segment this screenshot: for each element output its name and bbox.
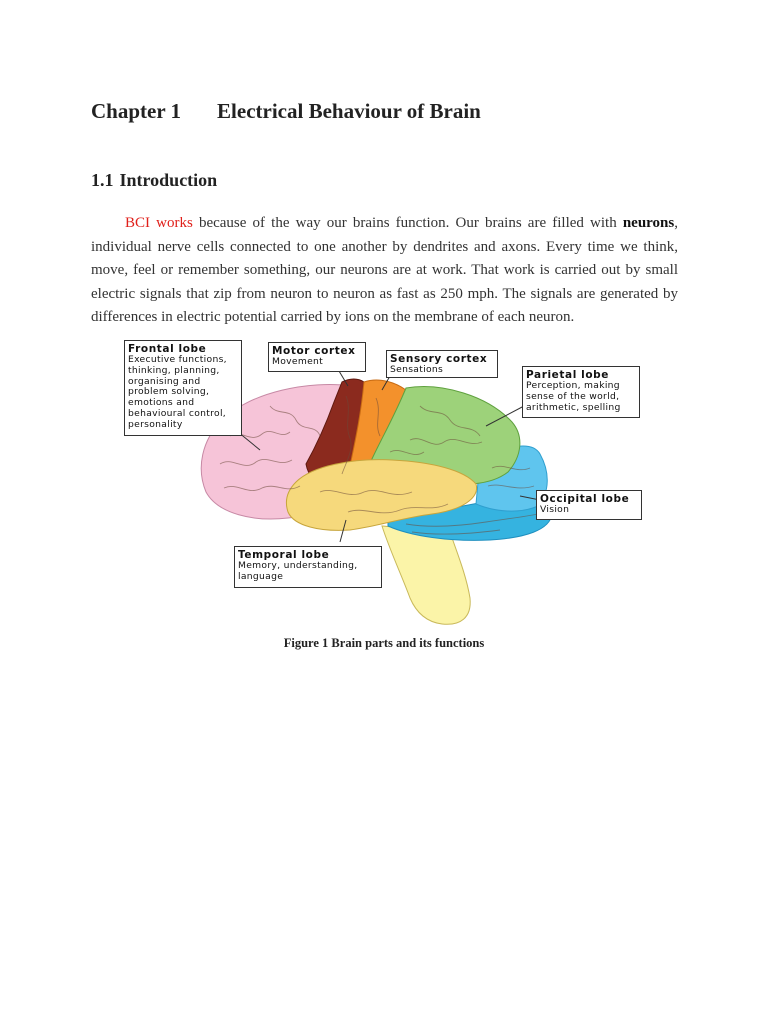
section-number: 1.1 xyxy=(91,170,114,190)
figure-caption: Figure 1 Brain parts and its functions xyxy=(283,636,485,650)
motor-cortex-desc: Movement xyxy=(272,356,324,367)
occipital-lobe-title: Occipital lobe xyxy=(540,493,630,505)
paragraph-text-1: because of the way our brains function. … xyxy=(192,215,623,231)
motor-cortex-label: Motor cortex Movement xyxy=(268,342,366,372)
sensory-cortex-desc: Sensations xyxy=(390,364,444,375)
paragraph-text-2: , individual nerve cells connected to on… xyxy=(91,215,678,325)
temporal-region xyxy=(285,459,478,531)
frontal-lobe-desc: Executive functions, thinking, planning,… xyxy=(128,354,227,430)
occipital-lobe-desc: Vision xyxy=(540,504,570,515)
brain-figure: Frontal lobe Executive functions, thinki… xyxy=(120,336,648,630)
neurons-bold: neurons xyxy=(622,215,675,231)
chapter-title: Electrical Behaviour of Brain xyxy=(217,99,481,123)
brain-illustration xyxy=(200,365,553,625)
temporal-lobe-title: Temporal lobe xyxy=(238,549,330,561)
section-title: Introduction xyxy=(119,170,218,190)
frontal-lobe-title: Frontal lobe xyxy=(128,343,207,355)
parietal-lobe-title: Parietal lobe xyxy=(526,369,610,381)
parietal-lobe-desc: Perception, making sense of the world, a… xyxy=(526,380,621,413)
intro-paragraph: BCI works because of the way our brains … xyxy=(91,212,678,330)
frontal-lobe-label: Frontal lobe Executive functions, thinki… xyxy=(124,340,242,436)
chapter-number: Chapter 1 xyxy=(91,99,182,123)
sensory-cortex-title: Sensory cortex xyxy=(390,353,488,365)
occipital-lobe-label: Occipital lobe Vision xyxy=(536,490,642,520)
temporal-lobe-desc: Memory, understanding, language xyxy=(238,560,358,582)
gyri-lines xyxy=(219,395,549,535)
parietal-lobe-label: Parietal lobe Perception, making sense o… xyxy=(522,366,640,418)
temporal-lobe-label: Temporal lobe Memory, understanding, lan… xyxy=(234,546,382,588)
chapter-heading: Chapter 1 Electrical Behaviour of Brain xyxy=(91,99,481,124)
motor-cortex-title: Motor cortex xyxy=(272,345,356,357)
brainstem-region xyxy=(381,525,471,625)
sensory-cortex-label: Sensory cortex Sensations xyxy=(386,350,498,378)
bci-highlight: BCI works xyxy=(125,215,193,231)
